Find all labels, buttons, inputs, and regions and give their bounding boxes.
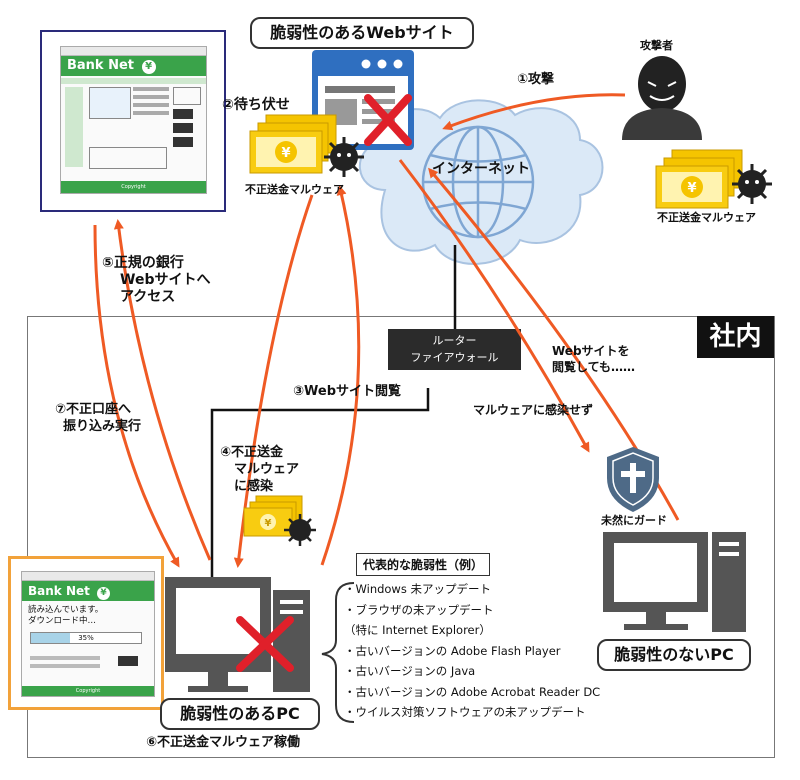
arrow-step4 xyxy=(233,194,314,568)
list-bracket xyxy=(321,582,355,723)
step5-line2: Webサイトへ xyxy=(120,272,211,288)
desktop-pc-icon xyxy=(603,532,746,632)
step5-label: ⑤正規の銀行 Webサイトへ アクセス xyxy=(102,255,210,306)
progress-label: 35% xyxy=(78,634,94,642)
step4-line3: に感染 xyxy=(234,479,274,494)
site-malware-label: 不正送金マルウェア xyxy=(245,183,344,196)
bank-window-top: Bank Net ¥ Copyright xyxy=(40,30,226,212)
x-mark-icon xyxy=(364,94,412,146)
bank-footer: Copyright xyxy=(22,686,154,696)
yen-icon: ¥ xyxy=(97,587,111,600)
safe-browse-line2: 閲覧しても…… xyxy=(552,360,636,374)
svg-text:¥: ¥ xyxy=(687,181,696,196)
step7-line2: 振り込み実行 xyxy=(63,419,142,434)
router-firewall-box xyxy=(388,329,521,370)
vuln-item: ・古いバージョンの Java xyxy=(344,664,476,678)
loading-text: 読み込んでいます。 ダウンロード中… xyxy=(22,601,154,627)
bank-title: Bank Net xyxy=(67,58,135,73)
attacker-malware-label: 不正送金マルウェア xyxy=(657,211,756,224)
attacker-label: 攻撃者 xyxy=(640,39,673,52)
step7-label: ⑦不正口座へ 振り込み実行 xyxy=(55,401,141,435)
bank-header: Bank Net ¥ xyxy=(61,56,206,76)
step5-line1: ⑤正規の銀行 xyxy=(102,255,184,271)
malware-bug-icon xyxy=(324,137,364,177)
company-area-border xyxy=(27,316,775,758)
vuln-item: ・Windows 未アップデート xyxy=(344,582,491,596)
vulnerable-site-label: 脆弱性のあるWebサイト xyxy=(250,17,474,49)
downloading-text: ダウンロード中… xyxy=(28,616,97,626)
download-progress-bar: 35% xyxy=(30,632,142,644)
arrow-step1 xyxy=(442,93,626,131)
guard-label: 未然にガード xyxy=(601,514,667,527)
step2-label: ②待ち伏せ xyxy=(222,97,290,113)
vuln-item: ・古いバージョンの Adobe Flash Player xyxy=(344,643,561,658)
safe-browse-label: Webサイトを 閲覧しても…… xyxy=(552,343,635,375)
network-lines xyxy=(210,245,457,578)
internet-label: インターネット xyxy=(432,161,530,177)
safe-browse-line1: Webサイトを xyxy=(552,344,630,358)
vuln-item: （特に Internet Explorer） xyxy=(344,623,491,637)
x-mark-icon xyxy=(236,616,294,672)
reading-text: 読み込んでいます。 xyxy=(28,605,104,615)
svg-text:¥: ¥ xyxy=(281,146,290,161)
arrow-step3 xyxy=(320,185,361,566)
money-icon: ¥ xyxy=(243,495,303,537)
bank-title: Bank Net xyxy=(28,584,90,598)
step4-line1: ④不正送金 xyxy=(220,445,284,460)
step4-label: ④不正送金 マルウェア に感染 xyxy=(220,444,299,495)
step7-line1: ⑦不正口座へ xyxy=(55,402,132,417)
progress-fill xyxy=(31,633,70,643)
bank-header: Bank Net ¥ xyxy=(22,581,154,601)
arrow-step7 xyxy=(93,224,180,568)
yen-icon: ¥ xyxy=(141,60,156,74)
router-label: ルーター ファイアウォール xyxy=(388,332,521,366)
malware-bug-icon xyxy=(732,164,772,204)
arrow-not-infected xyxy=(398,159,590,453)
router-line2: ファイアウォール xyxy=(410,351,499,364)
vuln-list-title: 代表的な脆弱性（例） xyxy=(356,553,491,576)
bank-footer: Copyright xyxy=(61,181,206,193)
step3-label: ③Webサイト閲覧 xyxy=(293,384,402,399)
svg-text:¥: ¥ xyxy=(265,518,272,529)
vuln-item: ・ブラウザの未アップデート xyxy=(344,602,494,617)
step1-label: ①攻撃 xyxy=(517,72,555,87)
vuln-item: ・ウイルス対策ソフトウェアの未アップデート xyxy=(344,705,586,719)
bank-window-bottom: Bank Net ¥ 読み込んでいます。 ダウンロード中… 35% Copyri… xyxy=(8,556,164,710)
step4-line2: マルウェア xyxy=(234,462,300,477)
router-line1: ルーター xyxy=(432,334,477,347)
safe-pc-label: 脆弱性のないPC xyxy=(597,639,751,671)
vulnerable-pc-label: 脆弱性のあるPC xyxy=(160,698,320,730)
arrow-step5 xyxy=(113,219,212,561)
step6-label: ⑥不正送金マルウェア稼働 xyxy=(146,735,301,750)
money-icon: ¥ xyxy=(249,114,337,174)
shield-icon xyxy=(607,447,659,512)
company-area-label: 社内 xyxy=(697,316,774,358)
vuln-item: ・古いバージョンの Adobe Acrobat Reader DC xyxy=(344,684,601,699)
step5-line3: アクセス xyxy=(120,289,176,305)
vuln-list: ・Windows 未アップデート ・ブラウザの未アップデート （特に Inter… xyxy=(344,579,600,723)
desktop-pc-icon xyxy=(165,577,310,692)
not-infected-label: マルウェアに感染せず xyxy=(473,403,594,417)
money-icon: ¥ xyxy=(655,149,743,209)
person-icon xyxy=(622,56,702,140)
malware-bug-icon xyxy=(284,514,316,546)
